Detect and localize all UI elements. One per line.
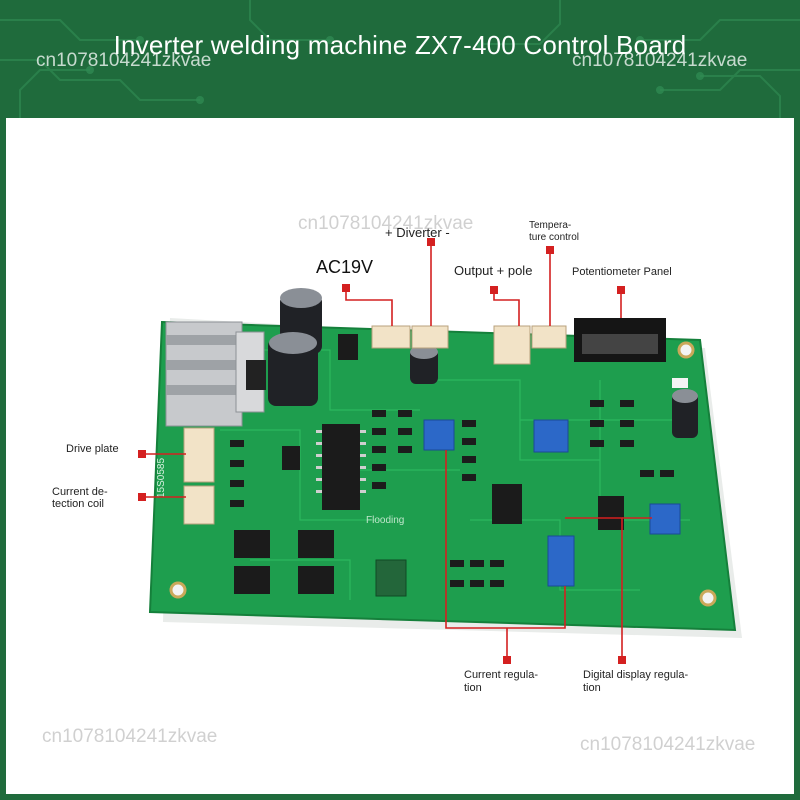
silkscreen-flooding-text: Flooding xyxy=(366,515,405,526)
watermark-text: cn1078104241zkvae xyxy=(36,50,212,71)
label-current-detection-line2: tection coil xyxy=(52,498,104,510)
label-temperature-control-line2: ture control xyxy=(529,232,580,243)
label-drive-plate: Drive plate xyxy=(66,443,119,455)
circuit-pattern-decoration xyxy=(0,0,800,118)
label-current-detection-line1: Current de- xyxy=(52,486,108,498)
label-current-regulation-line1: Current regula- xyxy=(464,669,538,681)
label-digital-display-line1: Digital display regula- xyxy=(583,669,689,681)
watermark-text: cn1078104241zkvae xyxy=(580,734,756,755)
label-digital-display-line2: tion xyxy=(583,682,601,694)
label-potentiometer-panel: Potentiometer Panel xyxy=(572,266,672,278)
watermark-text: cn1078104241zkvae xyxy=(42,726,218,747)
title-banner: Inverter welding machine ZX7-400 Control… xyxy=(0,0,800,118)
label-current-regulation-line2: tion xyxy=(464,682,482,694)
label-diverter: + Diverter - xyxy=(385,225,450,240)
label-ac19v: AC19V xyxy=(316,257,374,277)
label-output-pole: Output + pole xyxy=(454,263,533,278)
watermark-text: cn1078104241zkvae xyxy=(298,213,474,234)
label-temperature-control-line1: Tempera- xyxy=(529,220,572,231)
page-title: Inverter welding machine ZX7-400 Control… xyxy=(113,30,687,60)
watermark-text: cn1078104241zkvae xyxy=(572,50,748,71)
